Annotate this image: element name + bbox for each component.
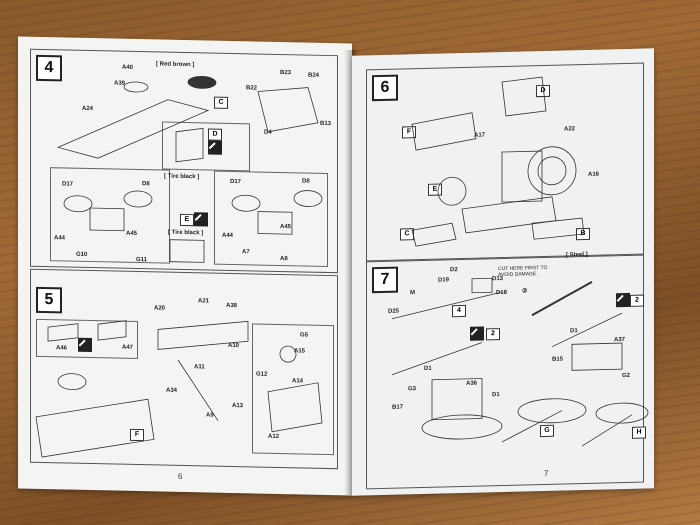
instruction-page-right: 6 D F A17 A22 A16 E C B 7 [ Steel ] CUT … — [352, 48, 654, 496]
step-4-5-drawings — [35, 75, 323, 458]
step-6-7-drawings — [391, 76, 649, 447]
instruction-page-left: 4 [ Red brown ] A40 A39 A24 B22 B23 B24 … — [18, 36, 352, 496]
